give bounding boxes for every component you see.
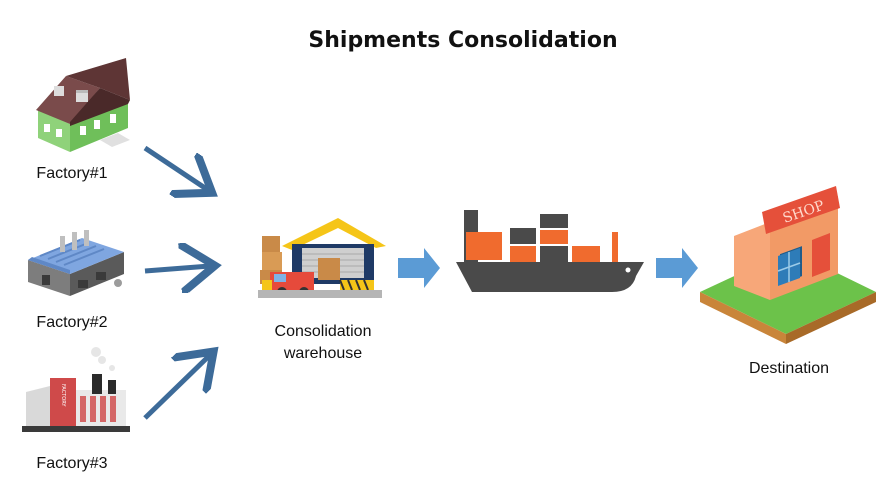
shop-icon [700, 186, 876, 344]
factory1-house-icon [36, 58, 130, 152]
factory2-plant-icon [28, 230, 124, 296]
arrow-factory1-to-warehouse [143, 145, 208, 190]
factory-arrows [143, 145, 210, 420]
factory3-building-icon [22, 347, 130, 432]
factory3-label: Factory#3 [36, 455, 107, 472]
arrow-warehouse-to-ship [398, 248, 440, 288]
arrow-ship-to-destination [656, 248, 698, 288]
factory2-label: Factory#2 [36, 314, 107, 331]
arrow-factory3-to-warehouse [143, 355, 210, 420]
arrow-factory2-to-warehouse [144, 266, 210, 271]
factory1-label: Factory#1 [36, 165, 107, 182]
warehouse-label-line1: Consolidation [275, 323, 372, 340]
diagram-title: Shipments Consolidation [308, 28, 618, 53]
destination-label: Destination [749, 360, 829, 377]
cargo-ship-icon [456, 210, 644, 292]
factory-sign-text: FACTORY [60, 384, 66, 407]
warehouse-icon [258, 218, 386, 298]
warehouse-label-line2: warehouse [283, 345, 362, 362]
